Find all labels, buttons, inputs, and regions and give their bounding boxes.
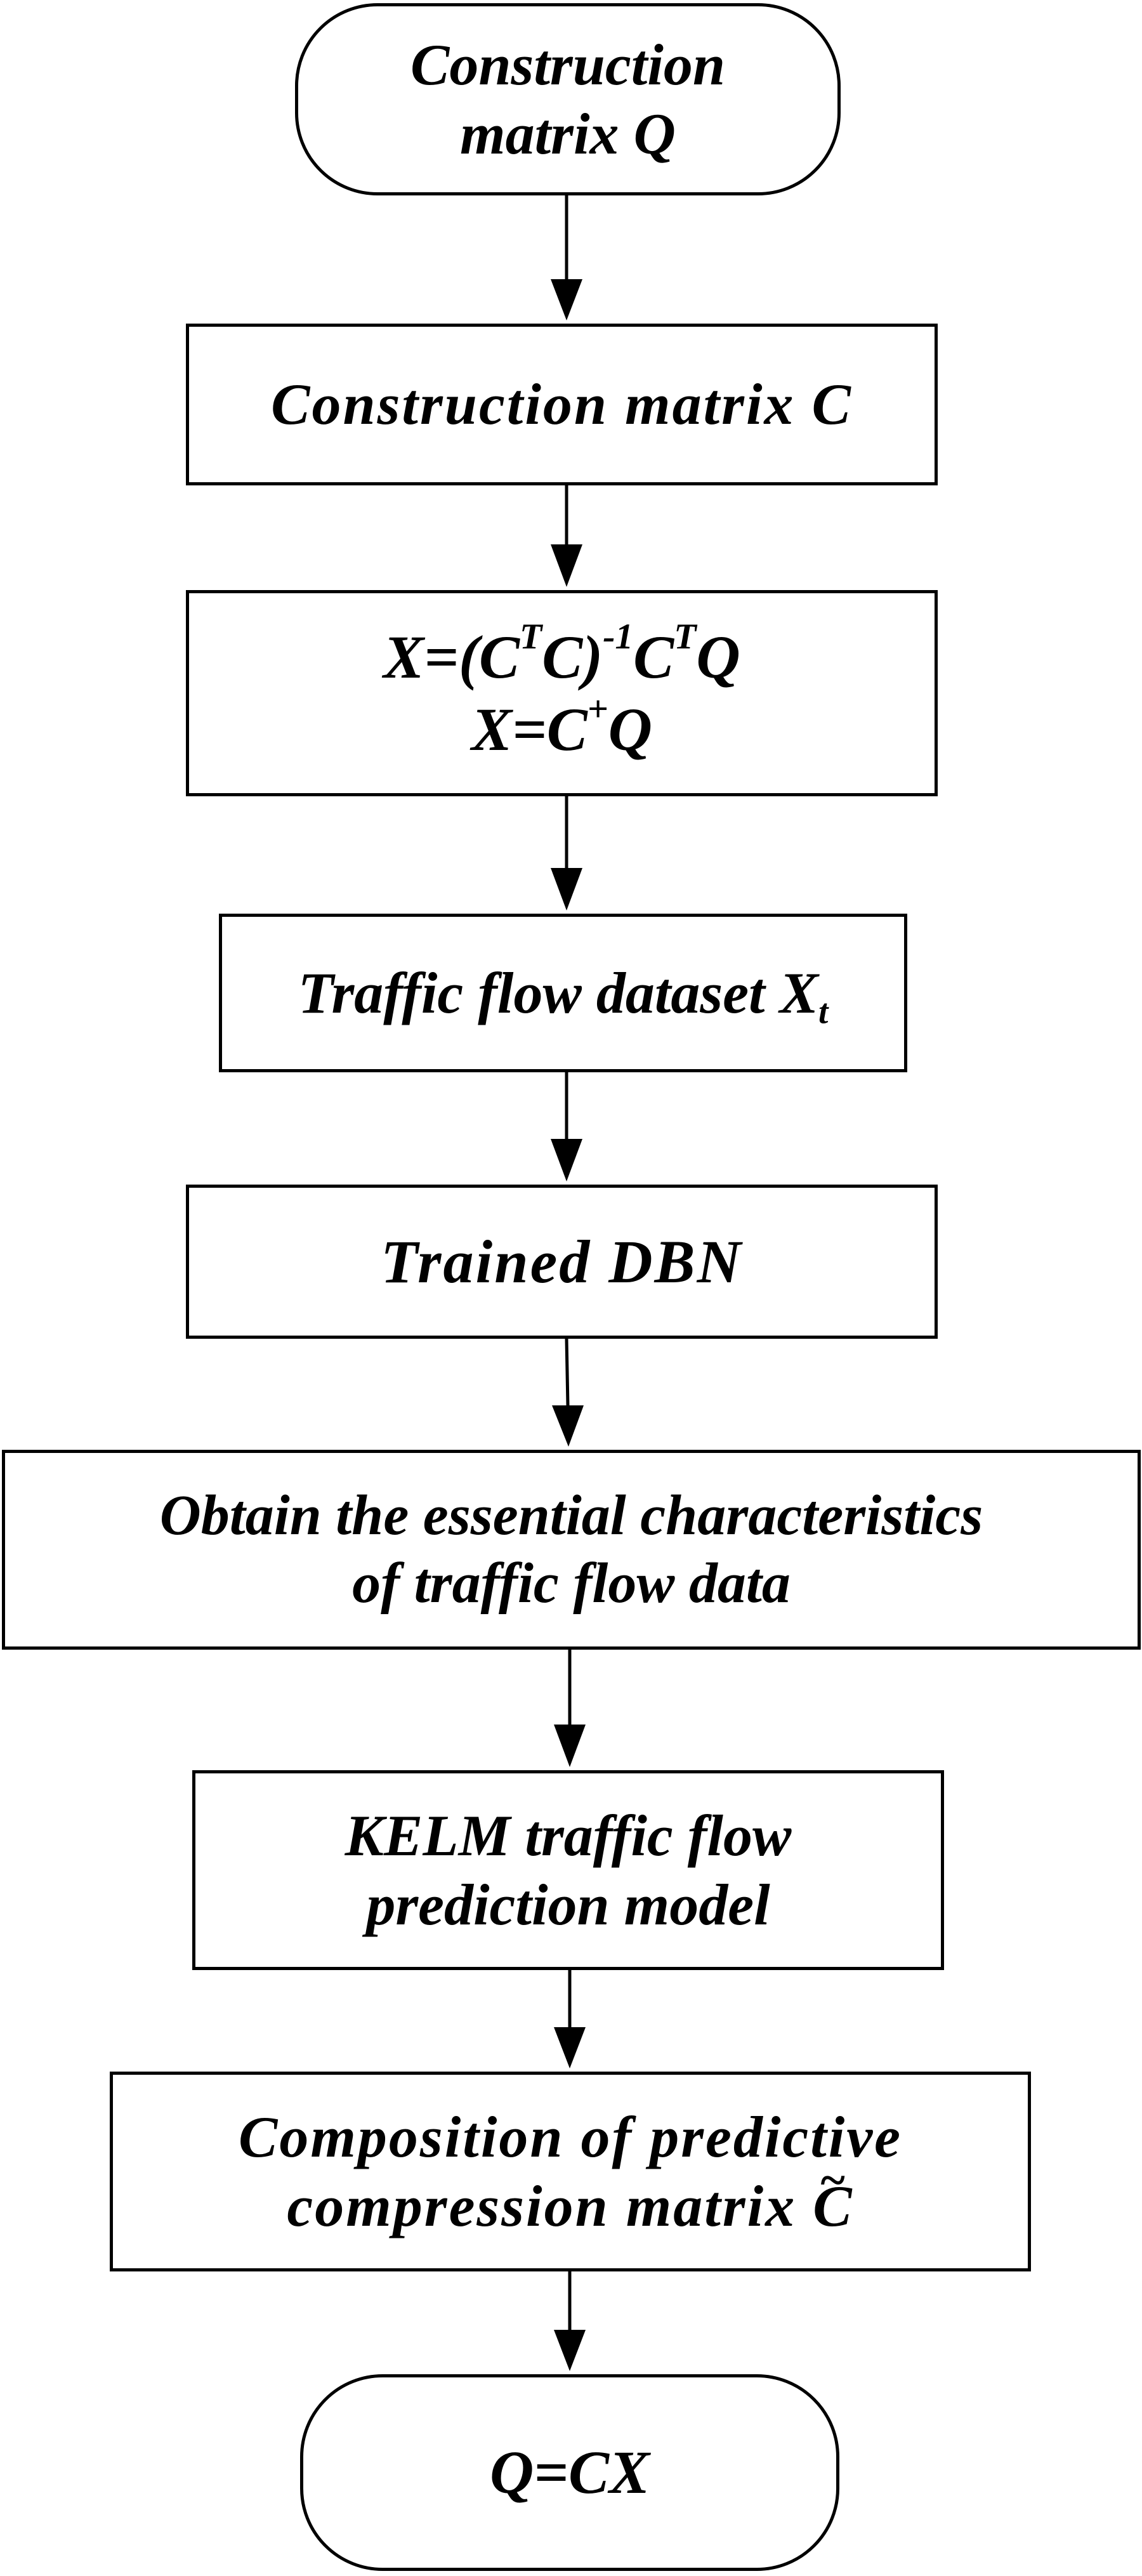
kelm-line2: prediction model [366,1872,770,1937]
dataset-sub: t [818,992,829,1031]
composition-var-c: C [813,2173,854,2238]
eq1-eq-open: =( [424,623,479,692]
arrow-composition-to-end [554,2271,586,2371]
arrow-dataset-to-dbn [551,1072,582,1181]
end-label: Q=CX [489,2438,650,2507]
equation-least-squares: X=(CTC)-1CTQ [383,619,740,693]
step-kelm-model: KELM traffic flow prediction model [192,1770,944,1970]
dataset-text: Traffic flow dataset [298,960,780,1025]
step-traffic-flow-dataset: Traffic flow dataset Xt [219,914,907,1072]
eq1-q: Q [696,623,740,692]
start-var-q: Q [633,101,676,166]
eq1-c2: C [542,623,583,692]
start-terminal: Construction matrix Q [295,3,841,195]
dataset-var: X [779,960,818,1025]
eq1-c3: C [633,623,674,692]
eq1-close: ) [582,623,603,692]
step-c-label: Construction matrix C [271,370,853,439]
start-line1: Construction [410,32,725,97]
dataset-label: Traffic flow dataset Xt [298,959,829,1031]
equation-pseudoinverse: X=C+Q [471,690,652,765]
step-construction-matrix-c: Construction matrix C [186,324,938,485]
composition-line2-text: compression matrix [287,2173,813,2238]
step-solve-x: X=(CTC)-1CTQ X=C+Q [186,590,938,796]
tilde-mark: ~ [818,2153,848,2205]
end-terminal: Q=CX [300,2374,839,2571]
arrow-features-to-kelm [554,1650,586,1767]
eq1-t1: T [520,617,542,657]
start-line2-text: matrix [460,101,634,166]
eq1-t2: T [674,617,697,657]
step-obtain-characteristics: Obtain the essential characteristics of … [2,1450,1141,1650]
composition-line2: compression matrix ~C [287,2156,854,2241]
eq2-plus: + [587,688,608,729]
step-c-var: C [811,372,853,437]
arrow-c-to-x [551,485,582,587]
arrow-kelm-to-composition [554,1970,586,2068]
eq1-c1: C [478,623,520,692]
eq2-c: C [546,695,587,763]
eq1-inv: -1 [603,617,634,657]
composition-line1: Composition of predictive [238,2104,903,2169]
eq2-x: X [471,695,513,763]
eq2-eq: = [512,695,547,763]
start-line2: matrix Q [460,100,676,169]
eq1-x: X [383,623,424,692]
composition-var-c-tilde: ~C [813,2156,854,2241]
dbn-label: Trained DBN [381,1227,743,1296]
kelm-line1: KELM traffic flow [345,1803,792,1868]
arrow-start-to-c [551,195,582,320]
features-line1: Obtain the essential characteristics [159,1484,983,1548]
step-composition: Composition of predictive compression ma… [110,2072,1031,2271]
step-trained-dbn: Trained DBN [186,1185,938,1339]
features-line2: of traffic flow data [352,1551,791,1615]
eq2-q: Q [608,695,652,763]
step-c-text: Construction matrix [271,372,812,437]
arrow-x-to-dataset [551,796,582,910]
arrow-dbn-to-features [552,1338,584,1447]
